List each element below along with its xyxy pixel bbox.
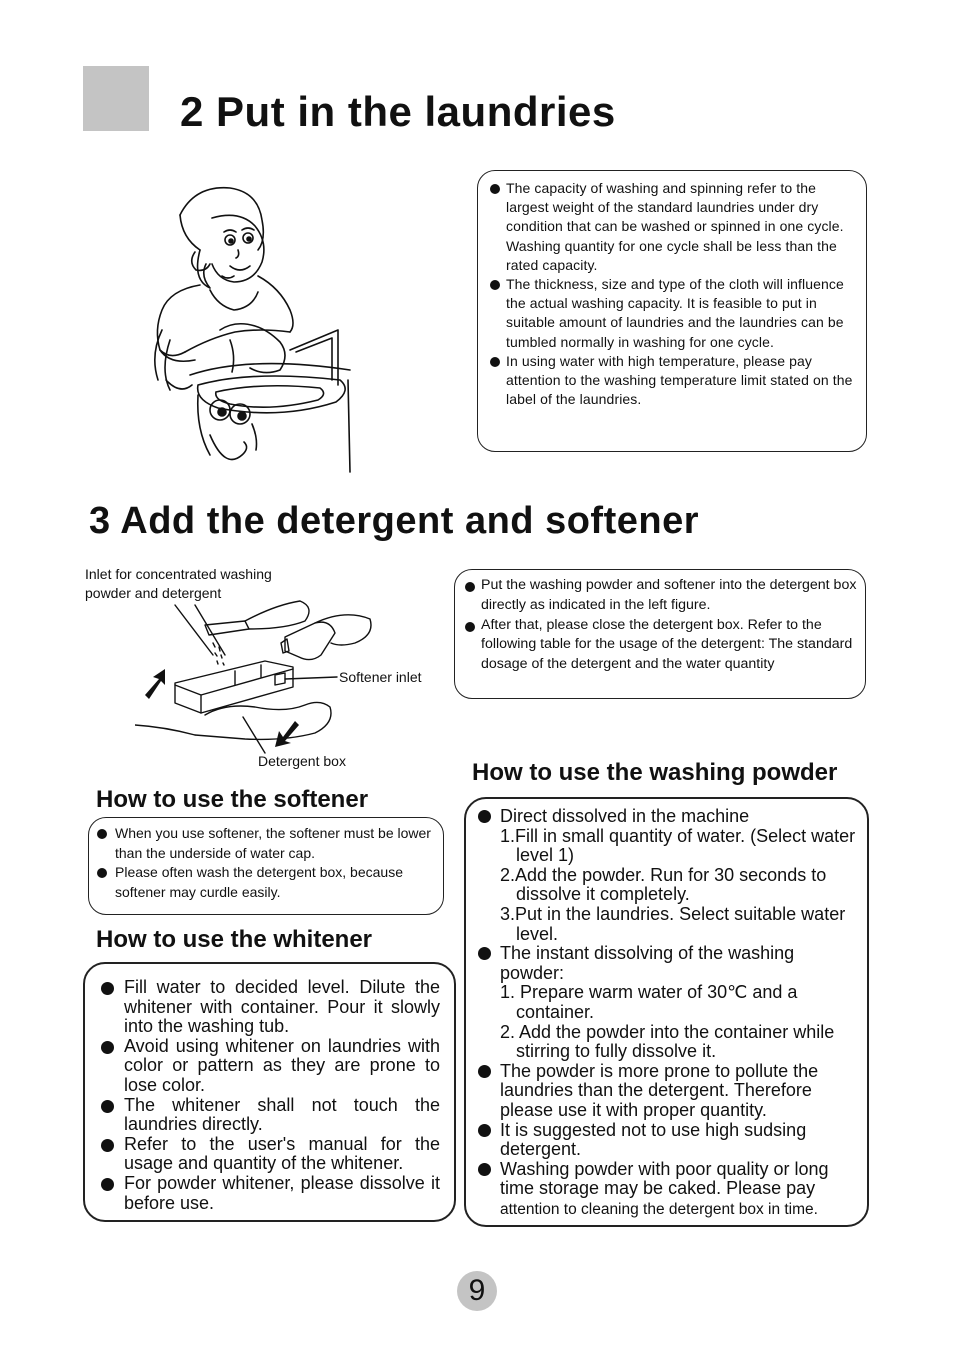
whitener-note: The whitener shall not touch the laundri…: [99, 1095, 440, 1135]
washing-powder-notes-box: Direct dissolved in the machine 1.Fill i…: [464, 797, 869, 1227]
inlet-label: Inlet for concentrated washing powder an…: [85, 566, 272, 601]
section-marker: [83, 66, 149, 131]
capacity-notes-box: The capacity of washing and spinning ref…: [477, 170, 867, 452]
powder-item-title: The instant dissolving of the washing po…: [500, 943, 795, 983]
powder-step: 1.Fill in small quantity of water. (Sele…: [500, 825, 856, 866]
whitener-note: For powder whitener, please dissolve it …: [99, 1173, 440, 1213]
detergent-box-illustration: [135, 600, 372, 754]
powder-note-text: attention to cleaning the detergent box …: [500, 1200, 818, 1218]
whitener-heading: How to use the whitener: [96, 926, 373, 953]
capacity-note: The thickness, size and type of the clot…: [488, 275, 856, 352]
softener-notes-box: When you use softener, the softener must…: [88, 817, 444, 915]
capacity-note: In using water with high temperature, pl…: [488, 352, 856, 410]
detergent-note: Put the washing powder and softener into…: [463, 576, 859, 616]
powder-step: 1. Prepare warm water of 30℃ and a conta…: [500, 982, 798, 1022]
powder-note-text: Washing powder with poor quality or long…: [500, 1158, 829, 1199]
powder-note: It is suggested not to use high sudsing …: [478, 1120, 859, 1160]
powder-note: The powder is more prone to pollute the …: [478, 1061, 859, 1121]
softener-inlet-label: Softener inlet: [339, 669, 422, 685]
powder-item-direct: Direct dissolved in the machine 1.Fill i…: [478, 806, 859, 944]
whitener-notes-box: Fill water to decided level. Dilute the …: [83, 962, 456, 1222]
section-3-title: 3 Add the detergent and softener: [89, 500, 699, 542]
detergent-box-label: Detergent box: [258, 753, 346, 769]
powder-step: 3.Put in the laundries. Select suitable …: [500, 903, 846, 944]
page-number: 9: [457, 1271, 497, 1311]
detergent-notes-box: Put the washing powder and softener into…: [454, 569, 866, 699]
softener-note: Please often wash the detergent box, bec…: [95, 863, 437, 902]
whitener-note: Refer to the user's manual for the usage…: [99, 1134, 440, 1174]
softener-heading: How to use the softener: [96, 786, 369, 813]
powder-item-instant: The instant dissolving of the washing po…: [478, 943, 859, 1062]
softener-note: When you use softener, the softener must…: [95, 824, 437, 863]
powder-step: 2. Add the powder into the container whi…: [500, 1021, 835, 1062]
detergent-note: After that, please close the detergent b…: [463, 616, 859, 675]
powder-item-title: Direct dissolved in the machine: [500, 806, 750, 826]
whitener-note: Avoid using whitener on laundries with c…: [99, 1036, 440, 1096]
powder-step: 2.Add the powder. Run for 30 seconds to …: [500, 864, 827, 905]
whitener-note: Fill water to decided level. Dilute the …: [99, 977, 440, 1037]
woman-loading-washer-illustration: [154, 186, 351, 473]
washing-powder-heading: How to use the washing powder: [472, 759, 838, 786]
capacity-note: The capacity of washing and spinning ref…: [488, 179, 856, 275]
section-2-title: 2 Put in the laundries: [180, 88, 616, 135]
powder-note: Washing powder with poor quality or long…: [478, 1158, 859, 1220]
